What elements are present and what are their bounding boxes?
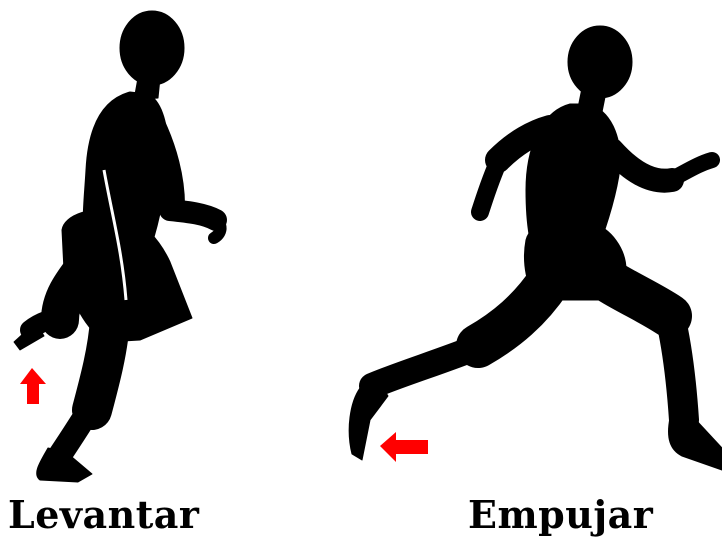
runner-lift-silhouette [0, 0, 260, 500]
caption-lift: Levantar [8, 492, 199, 538]
arrow-left-icon [380, 432, 428, 462]
runner-push-silhouette [330, 0, 722, 500]
runner-lift-figure [0, 0, 260, 500]
head-shape [568, 26, 632, 98]
head-shape [120, 11, 184, 85]
arrow-up-icon [20, 368, 46, 404]
runner-push-figure [330, 0, 722, 500]
caption-push: Empujar [468, 492, 653, 538]
